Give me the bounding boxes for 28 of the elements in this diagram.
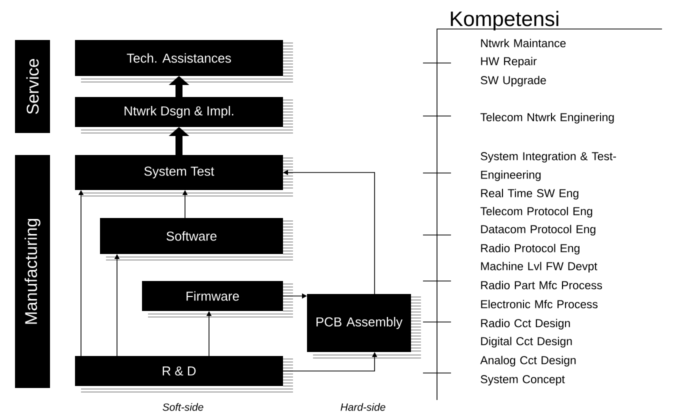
section-band: Manufacturing — [15, 155, 50, 388]
competence-label: Real Time SW Eng — [481, 188, 578, 200]
process-box: Ntwrk Dsgn & Impl. — [75, 97, 294, 134]
competence-label: Radio Part Mfc Process — [481, 280, 602, 290]
competence-label: Radio Cct Design — [481, 318, 570, 330]
competence-label: Telecom Ntwrk Enginering — [480, 112, 614, 124]
side-label: Soft-side — [162, 403, 204, 411]
process-box: Tech. Assistances — [75, 40, 294, 82]
competence-label: Digital Cct Design — [481, 336, 572, 348]
section-band: Service — [15, 40, 50, 133]
competence-label: Telecom Protocol Eng — [480, 206, 592, 218]
competence-label: Machine Lvl FW Devpt — [481, 262, 598, 273]
competence-label: Datacom Protocol Eng — [481, 224, 596, 236]
side-label: Hard-side — [340, 403, 386, 411]
competence-label: Ntwrk Maintance — [481, 38, 566, 48]
process-box: Firmware — [142, 281, 294, 318]
process-box: Software — [100, 218, 294, 260]
competence-label: HW Repair — [481, 56, 537, 68]
competence-label: System Integration & Test-Engineering — [480, 152, 616, 182]
competence-label: Analog Cct Design — [480, 356, 576, 367]
process-box: System Test — [75, 155, 294, 196]
competence-label: SW Upgrade — [480, 76, 546, 87]
competence-label: Electronic Mfc Process — [481, 300, 598, 308]
competence-label: System Concept — [480, 375, 565, 386]
heading: Kompetensi — [450, 10, 558, 30]
process-box: R & D — [75, 356, 294, 392]
process-box: PCB Assembly — [307, 294, 422, 358]
competence-label: Radio Protocol Eng — [481, 244, 580, 255]
